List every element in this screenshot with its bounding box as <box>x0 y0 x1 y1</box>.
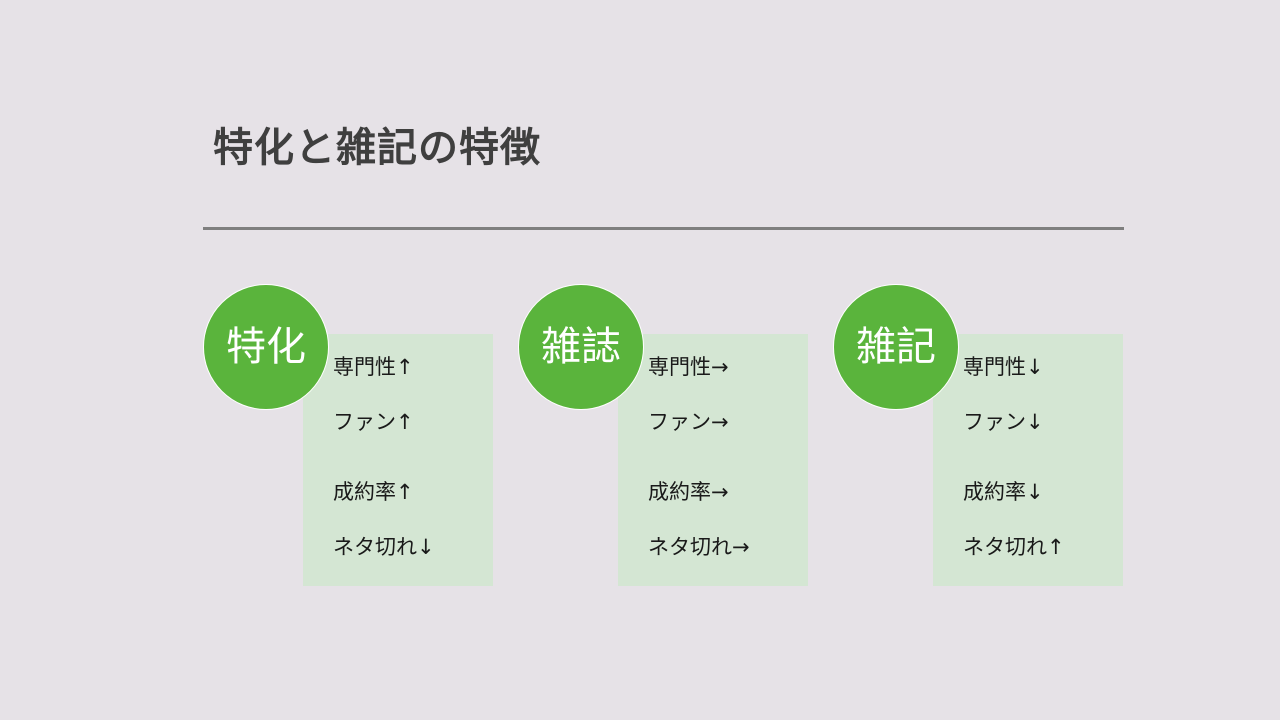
list-item: 成約率↓ <box>963 480 1044 504</box>
list-item: ネタ切れ→ <box>648 535 750 559</box>
column-panel <box>933 334 1123 586</box>
column-panel <box>618 334 808 586</box>
column-miscellaneous: 雑記 専門性↓ ファン↓ 成約率↓ ネタ切れ↑ <box>833 284 1153 594</box>
list-item: 専門性→ <box>648 355 729 379</box>
list-item: ファン→ <box>648 410 729 434</box>
column-heading-circle: 雑記 <box>833 284 959 410</box>
list-item: ネタ切れ↓ <box>333 535 435 559</box>
list-item: ファン↑ <box>333 410 414 434</box>
column-heading-circle: 特化 <box>203 284 329 410</box>
column-specialized: 特化 専門性↑ ファン↑ 成約率↑ ネタ切れ↓ <box>203 284 523 594</box>
list-item: ネタ切れ↑ <box>963 535 1065 559</box>
title-divider <box>203 227 1124 230</box>
column-panel <box>303 334 493 586</box>
list-item: 専門性↓ <box>963 355 1044 379</box>
list-item: ファン↓ <box>963 410 1044 434</box>
list-item: 専門性↑ <box>333 355 414 379</box>
column-heading-circle: 雑誌 <box>518 284 644 410</box>
list-item: 成約率↑ <box>333 480 414 504</box>
column-magazine: 雑誌 専門性→ ファン→ 成約率→ ネタ切れ→ <box>518 284 838 594</box>
slide-title: 特化と雑記の特徴 <box>213 125 541 171</box>
list-item: 成約率→ <box>648 480 729 504</box>
